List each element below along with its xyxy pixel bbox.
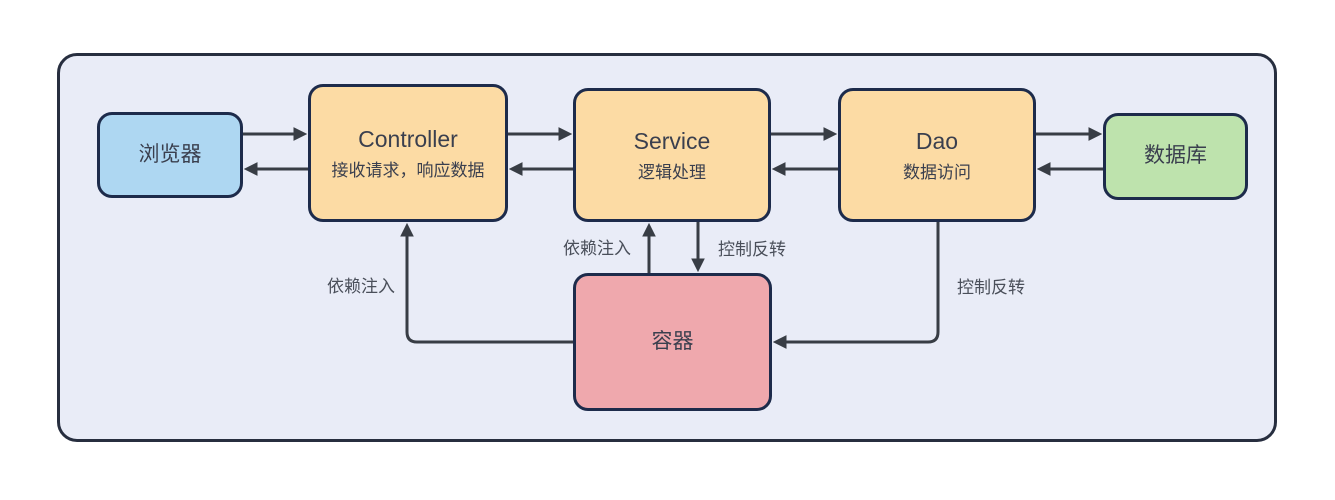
node-dao-subtitle: 数据访问 [903, 163, 971, 183]
node-database: 数据库 [1103, 113, 1248, 200]
node-container: 容器 [573, 273, 772, 411]
node-dao-title: Dao [915, 127, 959, 154]
node-browser: 浏览器 [97, 112, 243, 198]
node-browser-label: 浏览器 [138, 142, 202, 166]
edge-label-inversion-of-control-dao: 控制反转 [957, 278, 1025, 297]
node-service-title: Service [633, 127, 711, 154]
node-service-subtitle: 逻辑处理 [638, 163, 706, 183]
node-container-label: 容器 [651, 329, 694, 353]
node-service: Service 逻辑处理 [573, 88, 771, 222]
node-controller: Controller 接收请求，响应数据 [308, 84, 508, 222]
node-dao: Dao 数据访问 [838, 88, 1036, 222]
node-controller-subtitle: 接收请求，响应数据 [331, 161, 485, 181]
node-controller-title: Controller [358, 125, 458, 152]
edge-label-inversion-of-control-service: 控制反转 [718, 240, 786, 259]
arrow-dao-to-container-ioc [772, 222, 940, 349]
node-database-label: 数据库 [1144, 144, 1207, 168]
edge-label-dependency-injection-service: 依赖注入 [563, 239, 631, 258]
edge-label-dependency-injection-controller: 依赖注入 [327, 277, 395, 296]
arrow-container-to-controller-di [400, 222, 573, 344]
